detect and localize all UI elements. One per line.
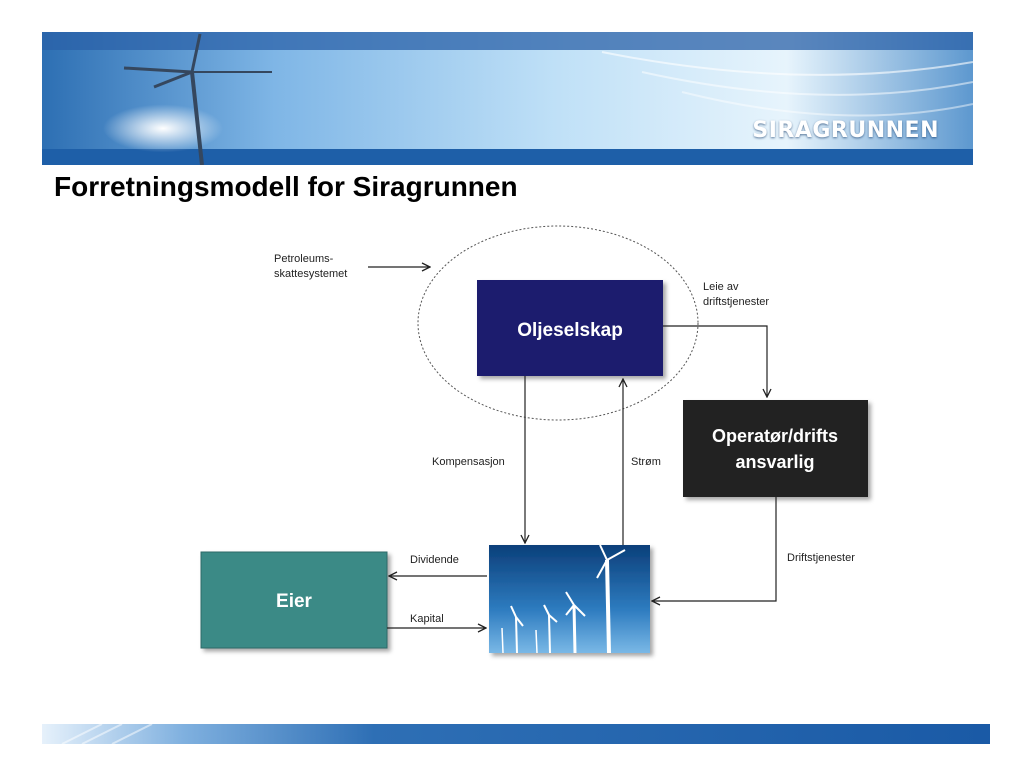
brand-logo-text: SIRAGRUNNEN [752,118,939,143]
tax-system-boundary-ellipse [417,225,699,421]
leie-label-line1: Leie av [703,281,739,293]
eier-label: Eier [276,591,313,612]
kapital-label: Kapital [410,613,444,625]
driftstjenester-arrow [652,497,777,601]
oljeselskap-node: Oljeselskap [477,280,663,376]
wind-turbine-icon [123,33,272,165]
header-background [42,32,973,165]
petroleum-tax-label-line1: Petroleums- [274,253,334,265]
leie-arrow [663,325,767,397]
wind-farm-image [489,544,650,654]
oljeselskap-label: Oljeselskap [517,320,623,341]
strom-label: Strøm [631,456,661,468]
petroleum-tax-label-line2: skattesystemet [274,268,347,280]
footer-bar [42,724,990,744]
kompensasjon-label: Kompensasjon [432,456,505,468]
header-banner: SIRAGRUNNEN [42,32,973,165]
leie-label-line2: driftstjenester [703,296,769,308]
dividende-label: Dividende [410,554,459,566]
operator-label-line1: Operatør/drifts [712,426,838,446]
operator-label-line2: ansvarlig [735,452,814,472]
driftstjenester-label: Driftstjenester [787,552,855,564]
wind-turbines-icon [501,544,626,654]
page-title: Forretningsmodell for Siragrunnen [54,171,518,202]
eier-node: Eier [200,551,388,649]
operator-node: Operatør/drifts ansvarlig [683,400,868,497]
